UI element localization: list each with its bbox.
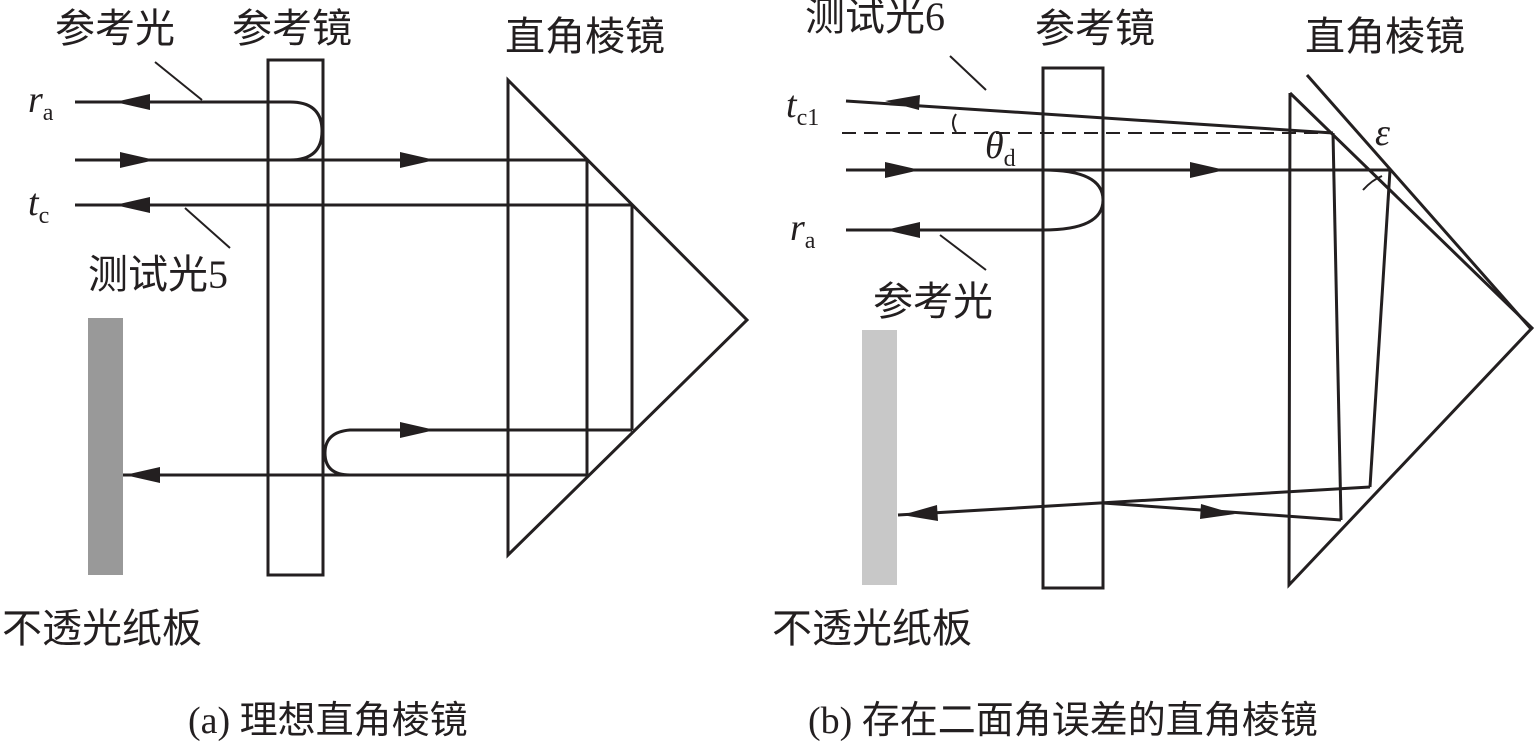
opaque-board-label: 不透光纸板	[772, 606, 972, 651]
opaque-board	[862, 330, 897, 585]
panel-b-prism-with-error: 测试光6 参考镜 直角棱镜 tc1 θd ε ra 参考光 不透光纸板 (b) …	[772, 0, 1535, 742]
right-angle-prism	[506, 76, 750, 559]
arrow-right-icon	[885, 162, 920, 178]
prism-label: 直角棱镜	[1305, 14, 1465, 59]
epsilon-label: ε	[1375, 112, 1390, 154]
reference-mirror-label: 参考镜	[1035, 6, 1155, 51]
prism-label: 直角棱镜	[505, 14, 665, 59]
tilted-prism-face	[1305, 74, 1534, 331]
reference-light-leader	[939, 234, 987, 271]
reference-mirror-label: 参考镜	[232, 6, 352, 51]
theta-arc	[952, 113, 957, 133]
reference-mirror	[1041, 66, 1105, 590]
test-ray-tc1	[845, 99, 1334, 135]
caption-a: (a) 理想直角棱镜	[188, 700, 468, 742]
reference-light-label: 参考光	[873, 279, 993, 324]
reference-light-leader	[154, 61, 203, 101]
t-c1-label: tc1	[786, 84, 819, 131]
t-c-label: tc	[28, 182, 49, 229]
panel-a-ideal-prism: 参考光 参考镜 直角棱镜 ra tc 测试光5 不透光纸板 (a) 理想直角棱镜	[2, 6, 750, 742]
test-light-label: 测试光6	[805, 0, 945, 39]
caption-b: (b) 存在二面角误差的直角棱镜	[808, 700, 1318, 742]
arrow-right-icon	[1200, 504, 1235, 519]
reference-mirror	[266, 58, 325, 577]
internal-ray	[1368, 169, 1392, 488]
r-a-label: ra	[28, 79, 54, 126]
ray-to-board	[897, 485, 1371, 517]
arrow-left-icon	[885, 222, 920, 238]
right-angle-prism	[1287, 91, 1535, 589]
reference-ray	[75, 100, 324, 162]
reference-ray	[846, 168, 1105, 232]
opaque-board	[88, 318, 123, 575]
arrow-right-icon	[120, 152, 155, 168]
test-light-leader	[949, 55, 987, 91]
opaque-board-label: 不透光纸板	[2, 606, 202, 651]
reference-light-label: 参考光	[55, 6, 175, 51]
arrow-left-icon	[125, 467, 160, 483]
arrow-left-icon	[885, 95, 920, 110]
arrow-right-icon	[400, 422, 435, 438]
internal-ray	[1331, 132, 1343, 521]
r-a-label: ra	[790, 207, 816, 254]
test-light-label: 测试光5	[88, 252, 228, 297]
test-light-leader	[184, 207, 231, 249]
epsilon-arc	[1362, 175, 1383, 191]
arrow-left-icon	[115, 197, 150, 213]
arrow-left-icon	[115, 94, 150, 110]
theta-d-label: θd	[985, 125, 1016, 172]
arrow-right-icon	[400, 152, 435, 168]
arrow-right-icon	[1190, 162, 1225, 178]
arrow-left-icon	[902, 505, 938, 521]
